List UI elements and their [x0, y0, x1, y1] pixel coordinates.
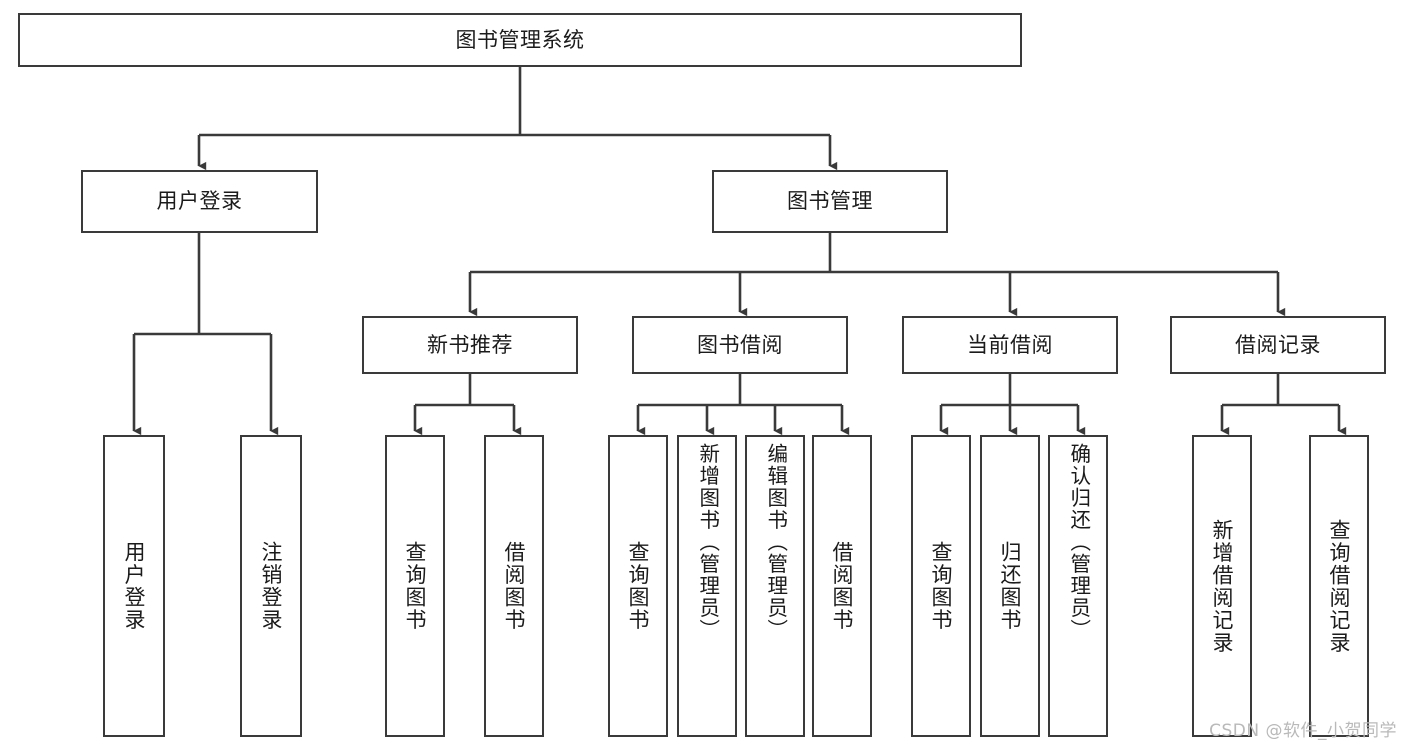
node-label: 用户登录 — [156, 189, 243, 214]
leaf-edit-book-admin[interactable]: 编辑图书（管理员） — [745, 435, 805, 737]
node-label: 查询图书 — [929, 541, 954, 631]
node-label: 查询图书 — [403, 541, 428, 631]
node-label: 新增图书（管理员） — [695, 443, 720, 641]
node-label: 查询借阅记录 — [1327, 518, 1352, 654]
node-label: 新书推荐 — [427, 332, 513, 357]
node-root-library-management-system[interactable]: 图书管理系统 — [18, 13, 1022, 67]
node-new-book-recommend[interactable]: 新书推荐 — [362, 316, 578, 374]
node-label: 确认归还（管理员） — [1066, 443, 1091, 641]
leaf-borrow-book[interactable]: 借阅图书 — [812, 435, 872, 737]
node-book-borrow[interactable]: 图书借阅 — [632, 316, 848, 374]
node-label: 用户登录 — [122, 541, 147, 631]
leaf-logout[interactable]: 注销登录 — [240, 435, 302, 737]
leaf-add-borrow-record[interactable]: 新增借阅记录 — [1192, 435, 1252, 737]
node-label: 查询图书 — [626, 541, 651, 631]
leaf-query-book-recommend[interactable]: 查询图书 — [385, 435, 445, 737]
node-user-login[interactable]: 用户登录 — [81, 170, 318, 233]
node-label: 当前借阅 — [967, 332, 1053, 357]
node-label: 借阅图书 — [502, 541, 527, 631]
node-label: 借阅图书 — [830, 541, 855, 631]
node-label: 借阅记录 — [1235, 332, 1321, 357]
node-current-borrow[interactable]: 当前借阅 — [902, 316, 1118, 374]
node-label: 图书管理 — [787, 189, 873, 214]
node-label: 归还图书 — [998, 541, 1023, 631]
node-label: 注销登录 — [259, 541, 284, 631]
leaf-return-book[interactable]: 归还图书 — [980, 435, 1040, 737]
node-label: 图书借阅 — [697, 332, 783, 357]
watermark-text: CSDN @软件_小贺同学 — [1209, 721, 1397, 741]
leaf-query-borrow-record[interactable]: 查询借阅记录 — [1309, 435, 1369, 737]
node-label: 图书管理系统 — [455, 27, 585, 52]
leaf-query-book-borrow[interactable]: 查询图书 — [608, 435, 668, 737]
leaf-query-book-current[interactable]: 查询图书 — [911, 435, 971, 737]
leaf-user-login[interactable]: 用户登录 — [103, 435, 165, 737]
leaf-add-book-admin[interactable]: 新增图书（管理员） — [677, 435, 737, 737]
node-label: 新增借阅记录 — [1210, 518, 1235, 654]
leaf-confirm-return-admin[interactable]: 确认归还（管理员） — [1048, 435, 1108, 737]
leaf-borrow-book-recommend[interactable]: 借阅图书 — [484, 435, 544, 737]
node-label: 编辑图书（管理员） — [763, 443, 788, 641]
node-book-management[interactable]: 图书管理 — [712, 170, 948, 233]
node-borrow-record[interactable]: 借阅记录 — [1170, 316, 1386, 374]
